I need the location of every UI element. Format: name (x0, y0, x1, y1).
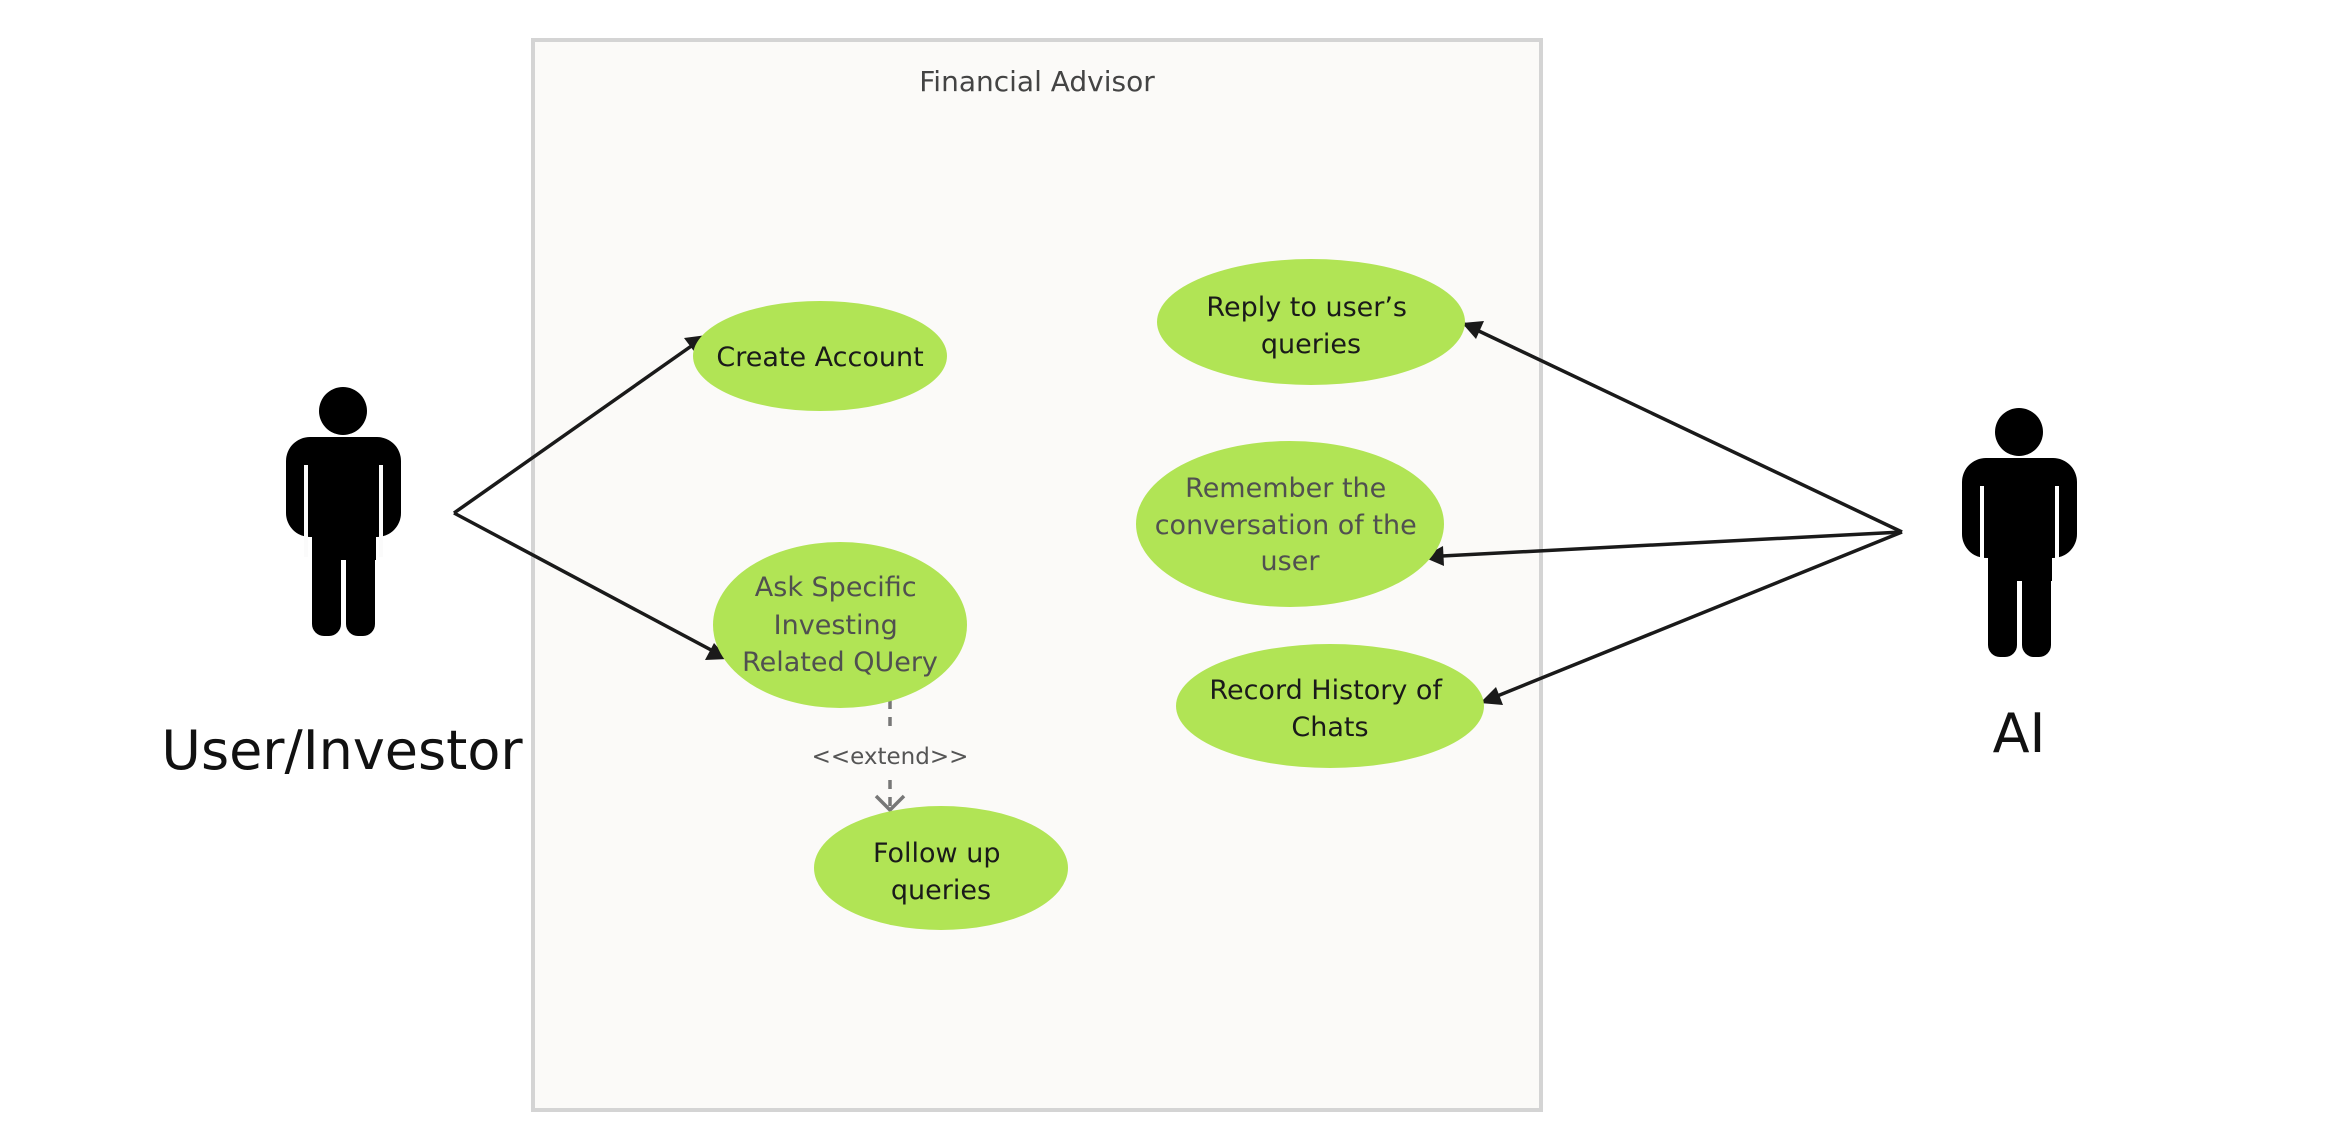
actor-arm-gaps (1980, 486, 2059, 578)
extend-label: <<extend>> (812, 744, 969, 770)
use-case-ask-query[interactable]: Ask Specific Investing Related QUery (713, 542, 967, 708)
svg-text:Reply to user’s queries: Reply to user’s queries (1206, 292, 1415, 360)
actor-label: User/Investor (161, 719, 523, 782)
extend-arrowhead (874, 794, 906, 813)
association-user-create-account (452, 333, 709, 515)
use-case-label-line: queries (1261, 329, 1361, 360)
use-case-label-line: Ask Specific (755, 572, 917, 603)
use-case-label-line: Reply to user’s (1206, 292, 1407, 323)
actor-arm-gaps (304, 465, 383, 557)
association-ai-reply (1461, 321, 1903, 534)
svg-text:Ask Specific Investing: Ask Specific Investing Related QUery (742, 572, 938, 678)
use-case-remember[interactable]: Remember the conversation of the user (1136, 441, 1444, 607)
association-ai-remember (1422, 530, 1903, 559)
ai-associations (1422, 321, 1903, 705)
association-user-ask-query (453, 511, 729, 661)
arrowhead-record (1480, 687, 1503, 705)
person-icon (1962, 408, 2077, 657)
actor-ai[interactable]: AI (1962, 408, 2077, 765)
arrowhead-remember (1423, 546, 1444, 566)
use-case-record[interactable]: Record History of Chats (1176, 644, 1484, 768)
use-case-label-line: Record History of (1209, 675, 1443, 706)
system-title: Financial Advisor (919, 65, 1155, 98)
use-case-label-line: Create Account (716, 342, 923, 373)
use-case-label-line: Follow up (873, 838, 1001, 869)
svg-text:Follow up queries: Follow up queries (873, 838, 1009, 906)
use-case-label-line: Investing (774, 610, 898, 641)
actor-user-investor[interactable]: User/Investor (161, 387, 523, 782)
use-case-follow-up[interactable]: Follow up queries (814, 806, 1068, 930)
use-case-label-line: Remember the (1185, 473, 1386, 504)
arrowhead-reply (1462, 321, 1484, 339)
svg-text:Create Account: Create Account (716, 342, 923, 373)
svg-text:Remember the conversatio: Remember the conversation of the user (1155, 473, 1426, 577)
person-icon (286, 387, 401, 636)
use-case-label-line: user (1261, 546, 1321, 577)
use-case-label-line: queries (891, 875, 991, 906)
svg-text:Record History of Chats: Record History of Chats (1209, 675, 1450, 743)
use-case-reply[interactable]: Reply to user’s queries (1157, 259, 1465, 385)
actor-label: AI (1993, 702, 2046, 765)
use-case-label-line: Chats (1291, 712, 1368, 743)
use-case-label-line: Related QUery (742, 647, 938, 678)
use-case-label-line: conversation of the (1155, 510, 1417, 541)
association-ai-record (1479, 530, 1903, 705)
extend-relation: <<extend>> (812, 700, 969, 813)
use-case-create-account[interactable]: Create Account (693, 301, 947, 411)
